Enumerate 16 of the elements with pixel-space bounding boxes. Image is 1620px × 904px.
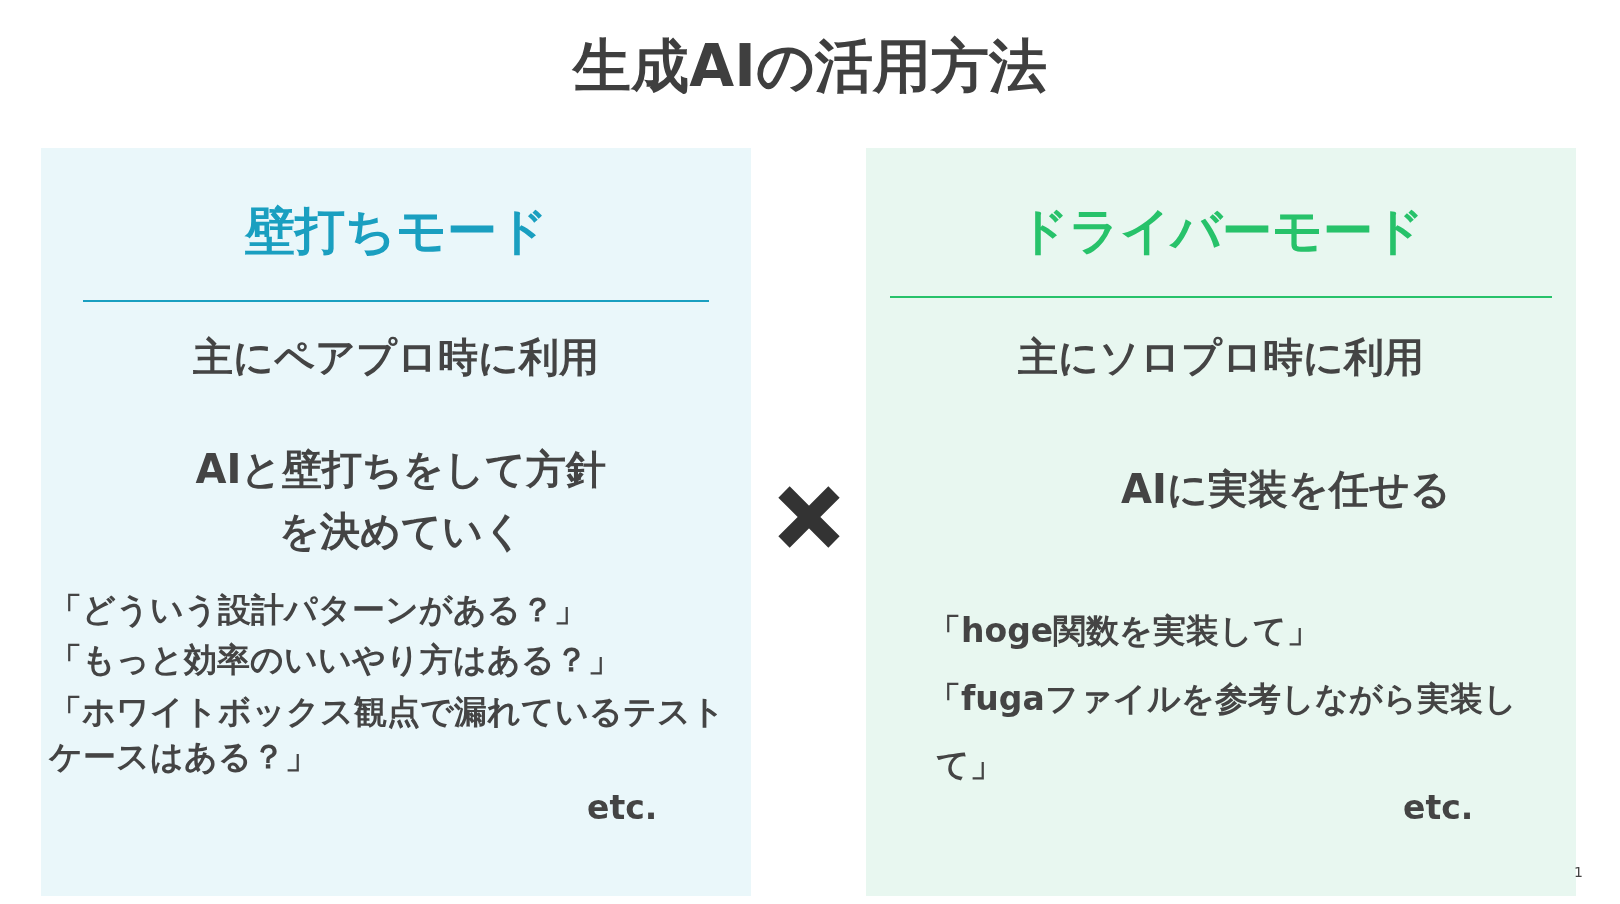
description-text: AIと壁打ちをして方針を決めていく <box>194 445 608 556</box>
page-number: 1 <box>1574 864 1583 880</box>
mode-panel <box>41 148 751 896</box>
page-title: 生成AIの活用方法 <box>571 31 1048 102</box>
etc-text: etc. <box>1403 788 1474 827</box>
mode-panel <box>866 148 1576 896</box>
panel-subheading: 主にソロプロ時に利用 <box>1017 333 1425 382</box>
example-prompt: 「どういう設計パターンがある？」 <box>49 589 588 631</box>
example-prompt: 「fugaファイルを参考しながら実装して」 <box>936 678 1518 786</box>
description-text: AIに実装を任せる <box>1120 465 1452 514</box>
etc-text: etc. <box>587 788 658 827</box>
panel-subheading: 主にペアプロ時に利用 <box>192 333 600 382</box>
example-prompt: 「もっと効率のいいやり方はある？」 <box>49 639 622 681</box>
panel-heading: 壁打ちモード <box>243 201 549 262</box>
panel-heading: ドライバーモード <box>1017 201 1425 262</box>
example-prompt: 「hoge関数を実装して」 <box>936 610 1322 652</box>
